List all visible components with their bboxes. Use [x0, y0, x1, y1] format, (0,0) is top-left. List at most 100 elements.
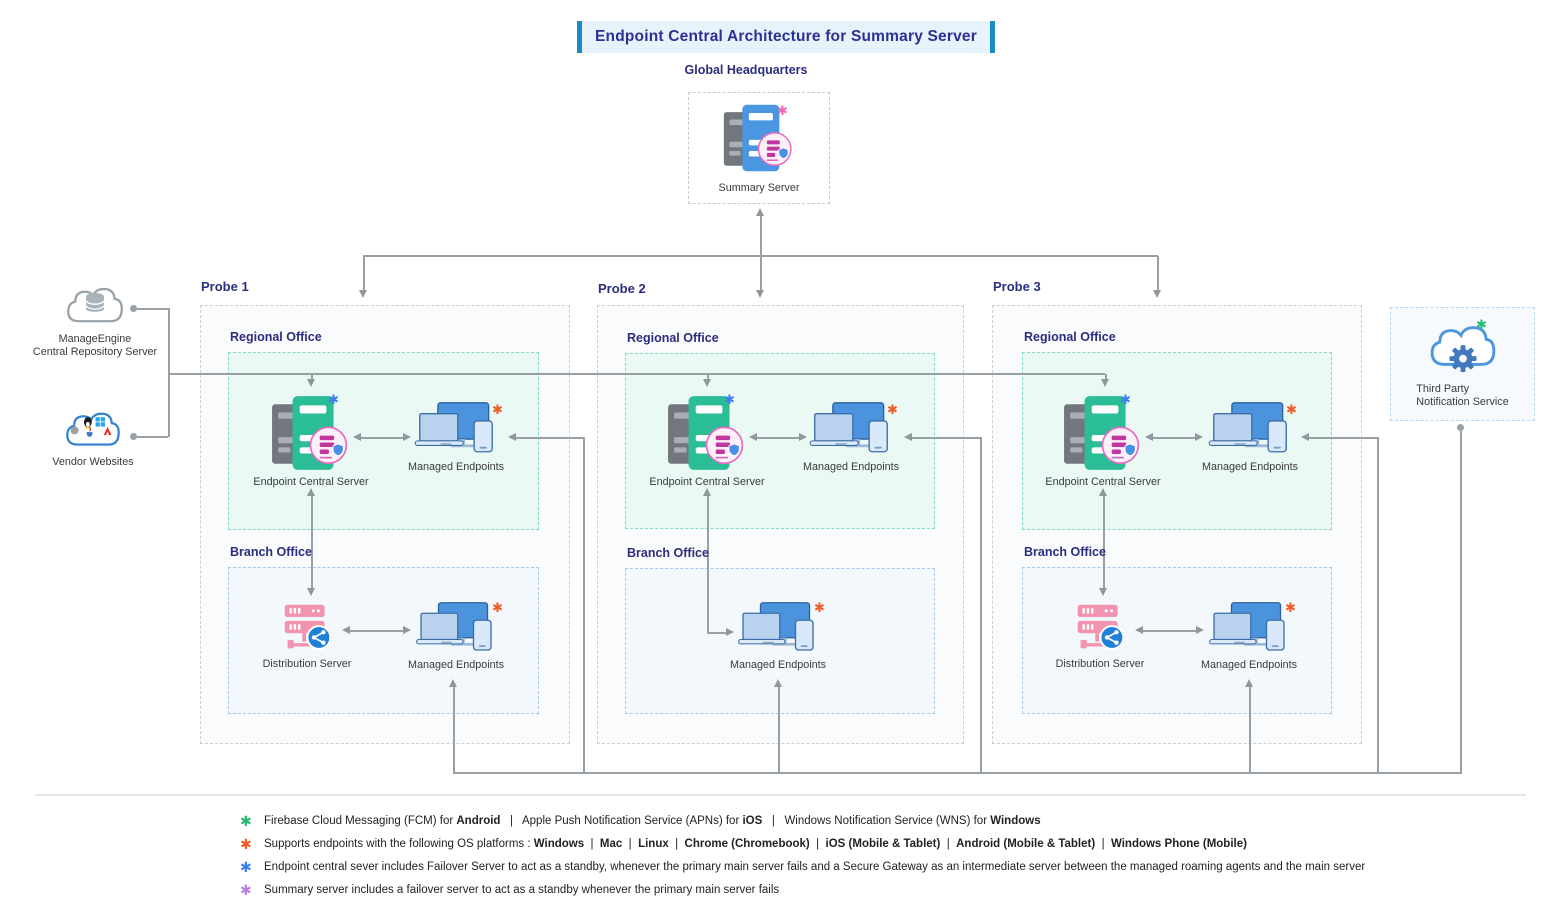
legend-row: ✱Summary server includes a failover serv… [240, 882, 1365, 898]
asterisk-summary-icon: ✱ [777, 103, 788, 118]
arrowhead [307, 379, 315, 387]
probe-3-branch-endpoints-node: Managed Endpoints [1159, 601, 1339, 672]
arrowhead [307, 488, 315, 496]
connector-line [707, 496, 709, 633]
arrowhead [1301, 433, 1309, 441]
endpoint-central-server-icon [667, 395, 744, 471]
asterisk-endpoints-icon: ✱ [1285, 600, 1296, 615]
third-party-label: Third Party Notification Service [1416, 383, 1509, 408]
connector-line [363, 256, 365, 290]
arrowhead [756, 208, 764, 216]
managed-endpoints-label: Managed Endpoints [407, 461, 505, 473]
arrowhead [799, 433, 807, 441]
vendor-websites-node: Vendor Websites [12, 406, 174, 469]
asterisk-note-icon: ✱ [240, 859, 252, 875]
probe-2-label: Probe 2 [598, 281, 646, 296]
managed-endpoints-label: Managed Endpoints [802, 461, 900, 473]
connector-line [912, 437, 980, 439]
third-party-box: Third Party Notification Service [1390, 307, 1535, 421]
arrowhead [703, 379, 711, 387]
asterisk-endpoints-icon: ✱ [492, 402, 503, 417]
connector-line [361, 437, 403, 439]
legend-note-text: Endpoint central sever includes Failover… [264, 861, 1366, 873]
cloud-gear-icon [1430, 326, 1495, 374]
connector-line [760, 216, 762, 290]
asterisk-endpoints-icon: ✱ [492, 600, 503, 615]
connector-line [778, 687, 780, 772]
connector-line [757, 437, 799, 439]
diagram-title-text: Endpoint Central Architecture for Summar… [595, 28, 977, 45]
connector-line [311, 374, 313, 380]
legend-row: ✱Firebase Cloud Messaging (FCM) for Andr… [240, 813, 1365, 829]
probe-2-branch-office-label: Branch Office [627, 546, 709, 560]
endpoint-central-server-icon [1063, 395, 1140, 471]
connector-line [168, 308, 170, 437]
managed-endpoints-icon [414, 402, 493, 453]
connector-line [363, 255, 1158, 257]
arrowhead [359, 290, 367, 298]
arrowhead [353, 433, 361, 441]
managed-endpoints-icon [1208, 402, 1287, 453]
repository-cloud-icon [67, 287, 123, 323]
managed-endpoints-icon [1208, 602, 1285, 651]
arrowhead [403, 626, 411, 634]
arrowhead [1099, 488, 1107, 496]
arrowhead [307, 588, 315, 596]
arrowhead [726, 628, 734, 636]
arrowhead [1196, 626, 1204, 634]
arrowhead [403, 433, 411, 441]
arrowhead [342, 626, 350, 634]
asterisk-third-party-icon: ✱ [1476, 317, 1487, 332]
endpoint-central-server-label: Endpoint Central Server [253, 476, 369, 488]
connector-line [168, 373, 1105, 375]
connector-line [1105, 374, 1107, 380]
endpoint-central-server-label: Endpoint Central Server [649, 476, 765, 488]
connector-line [1377, 437, 1379, 772]
legend-row: ✱ Supports endpoints with the following O… [240, 836, 1365, 852]
arrowhead [1101, 379, 1109, 387]
connector-dot [1457, 424, 1464, 431]
probe-3-endpoint-central-server-node: Endpoint Central Server [1013, 392, 1193, 489]
asterisk-endpoints-icon: ✱ [1286, 402, 1297, 417]
repository-server-label: ManageEngine Central Repository Server [32, 333, 158, 358]
connector-line [453, 772, 1462, 774]
probe-3-distribution-server-node: Distribution Server [1010, 599, 1190, 671]
connector-line [1309, 437, 1377, 439]
vendor-websites-label: Vendor Websites [52, 456, 134, 468]
legend-note-text: Supports endpoints with the following OS… [264, 838, 1247, 850]
connector-line [137, 308, 168, 310]
legend: ✱Firebase Cloud Messaging (FCM) for Andr… [240, 813, 1365, 905]
probe-1-distribution-server-node: Distribution Server [217, 599, 397, 671]
probe-1-endpoint-central-server-node: Endpoint Central Server [221, 392, 401, 489]
probe-2-endpoint-central-server-node: Endpoint Central Server [617, 392, 797, 489]
asterisk-ecs-icon: ✱ [328, 392, 339, 407]
connector-dot [130, 433, 137, 440]
arrowhead [1245, 679, 1253, 687]
managed-endpoints-icon [415, 602, 492, 651]
probe-1-label: Probe 1 [201, 279, 249, 294]
connector-line [1249, 687, 1251, 772]
asterisk-ecs-icon: ✱ [724, 392, 735, 407]
endpoint-central-server-label: Endpoint Central Server [1045, 476, 1161, 488]
asterisk-endpoints-icon: ✱ [887, 402, 898, 417]
arrowhead [1145, 433, 1153, 441]
connector-line [1143, 630, 1196, 632]
asterisk-note-icon: ✱ [240, 836, 252, 852]
arrowhead [756, 290, 764, 298]
connector-line [453, 687, 455, 772]
probe-1-regional-endpoints-node: Managed Endpoints [366, 401, 546, 474]
arrowhead [508, 433, 516, 441]
managed-endpoints-icon [737, 602, 814, 651]
endpoint-central-server-icon [271, 395, 348, 471]
probe-3-regional-endpoints-node: Managed Endpoints [1160, 401, 1340, 474]
connector-line [1153, 437, 1195, 439]
probe-2-regional-office-label: Regional Office [627, 331, 719, 345]
managed-endpoints-label: Managed Endpoints [407, 659, 505, 671]
connector-line [311, 496, 313, 588]
arrowhead [703, 488, 711, 496]
repository-server-node: ManageEngine Central Repository Server [10, 281, 180, 359]
diagram-title: Endpoint Central Architecture for Summar… [577, 21, 995, 53]
arrowhead [1153, 290, 1161, 298]
probe-3-branch-office-label: Branch Office [1024, 545, 1106, 559]
